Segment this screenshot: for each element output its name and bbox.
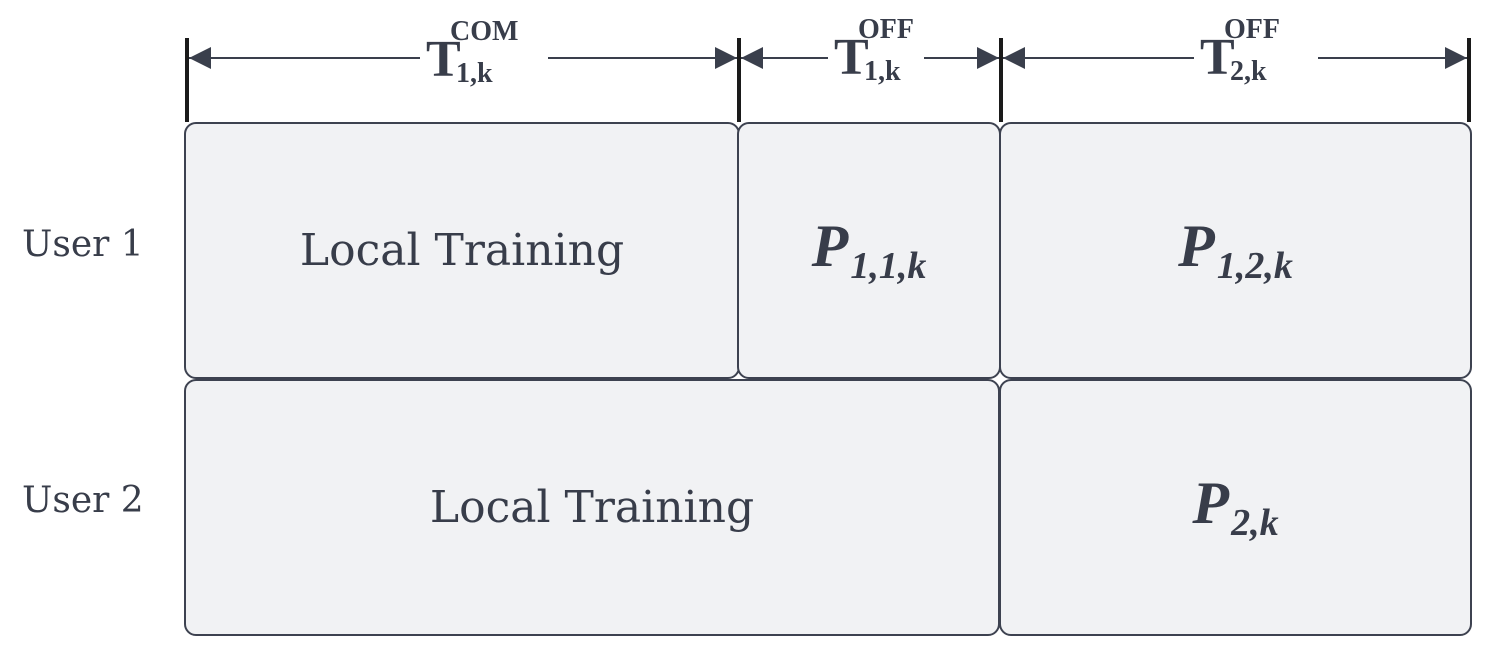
row-label-user-2: User 2 xyxy=(22,480,144,521)
t-com-sub: 1,k xyxy=(456,58,493,89)
p12k-sub: 1,2,k xyxy=(1216,244,1293,287)
t-off-2-sub: 2,k xyxy=(1230,56,1267,87)
user-1-local-training-label: Local Training xyxy=(299,225,625,276)
p2k-sub: 2,k xyxy=(1231,501,1279,544)
t-off-2-sup: OFF xyxy=(1224,14,1280,45)
t-off-2-base: T xyxy=(1200,29,1235,86)
label-t-com: T COM 1,k xyxy=(420,10,548,90)
user-1-p11k-block: P1,1,k xyxy=(737,122,1001,379)
p12k-base: P xyxy=(1178,213,1215,280)
t-off-1-sub: 1,k xyxy=(864,56,901,87)
user-2-p2k-block: P2,k xyxy=(999,379,1472,636)
p2k-base: P xyxy=(1192,470,1230,537)
p11k-base: P xyxy=(811,213,849,280)
label-t-off-2: T OFF 2,k xyxy=(1194,8,1318,88)
user-2-local-training-block: Local Training xyxy=(184,379,1000,636)
label-t-off-1: T OFF 1,k xyxy=(828,8,924,88)
t-com-sup: COM xyxy=(450,16,519,47)
t-off-1-sup: OFF xyxy=(858,14,914,45)
t-off-1-base: T xyxy=(834,29,869,86)
p11k-label: P1,1,k xyxy=(812,216,927,284)
row-label-user-1: User 1 xyxy=(22,224,144,265)
p11k-sub: 1,1,k xyxy=(850,244,927,287)
user-1-local-training-block: Local Training xyxy=(184,122,740,379)
t-com-base: T xyxy=(426,31,461,88)
p12k-label: P1,2,k xyxy=(1178,216,1293,284)
user-1-p12k-block: P1,2,k xyxy=(999,122,1472,379)
user-2-local-training-label: Local Training xyxy=(429,482,755,533)
p2k-label: P2,k xyxy=(1192,473,1278,541)
